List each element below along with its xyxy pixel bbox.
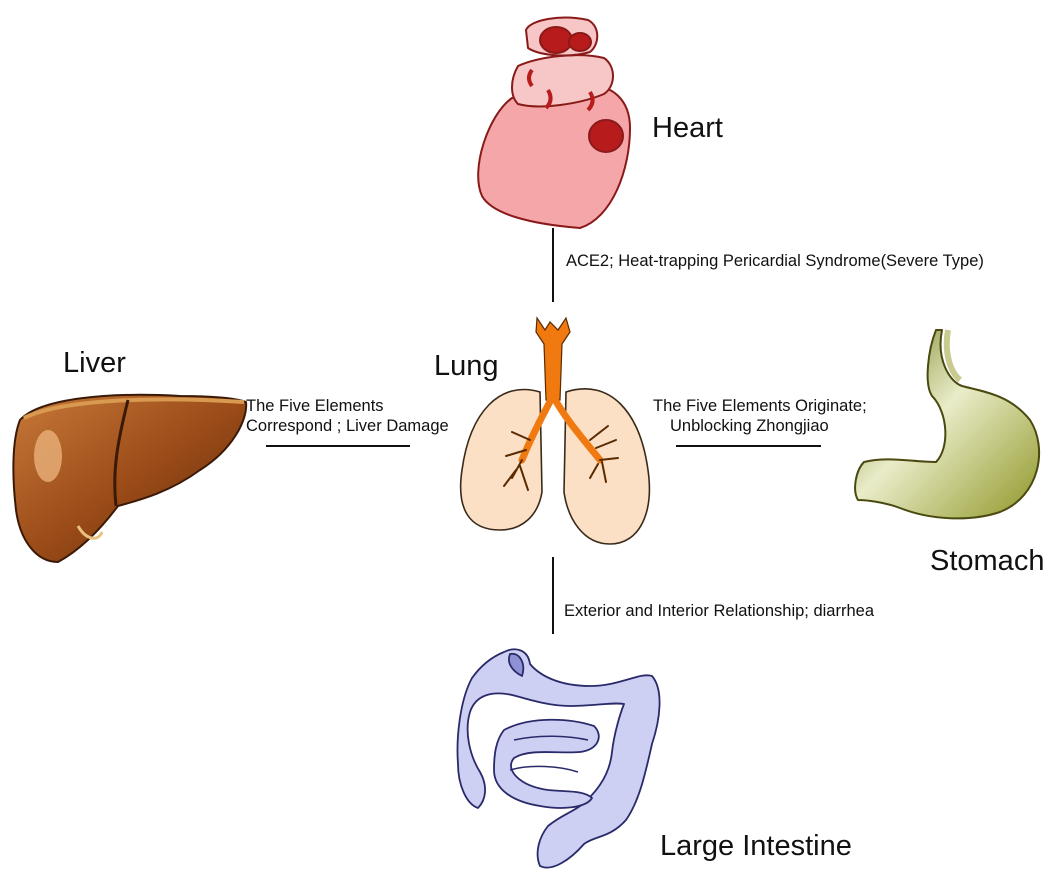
stomach-lung-relation-line2: Unblocking Zhongjiao xyxy=(670,416,829,436)
liver-illustration xyxy=(13,395,246,562)
liver-label: Liver xyxy=(63,347,126,380)
lung-label: Lung xyxy=(434,350,499,383)
heart-illustration xyxy=(478,18,630,228)
stomach-lung-relation-line1: The Five Elements Originate; xyxy=(653,396,867,416)
stomach-illustration xyxy=(855,330,1039,518)
large-intestine-label: Large Intestine xyxy=(660,830,852,863)
heart-label: Heart xyxy=(652,112,723,145)
intestine-lung-relation: Exterior and Interior Relationship; diar… xyxy=(564,601,874,621)
heart-lung-relation: ACE2; Heat-trapping Pericardial Syndrome… xyxy=(566,251,984,271)
liver-lung-relation-line2: Correspond ; Liver Damage xyxy=(246,416,449,436)
liver-lung-relation-line1: The Five Elements xyxy=(246,396,384,416)
stomach-label: Stomach xyxy=(930,545,1044,578)
large-intestine-illustration xyxy=(458,649,660,867)
